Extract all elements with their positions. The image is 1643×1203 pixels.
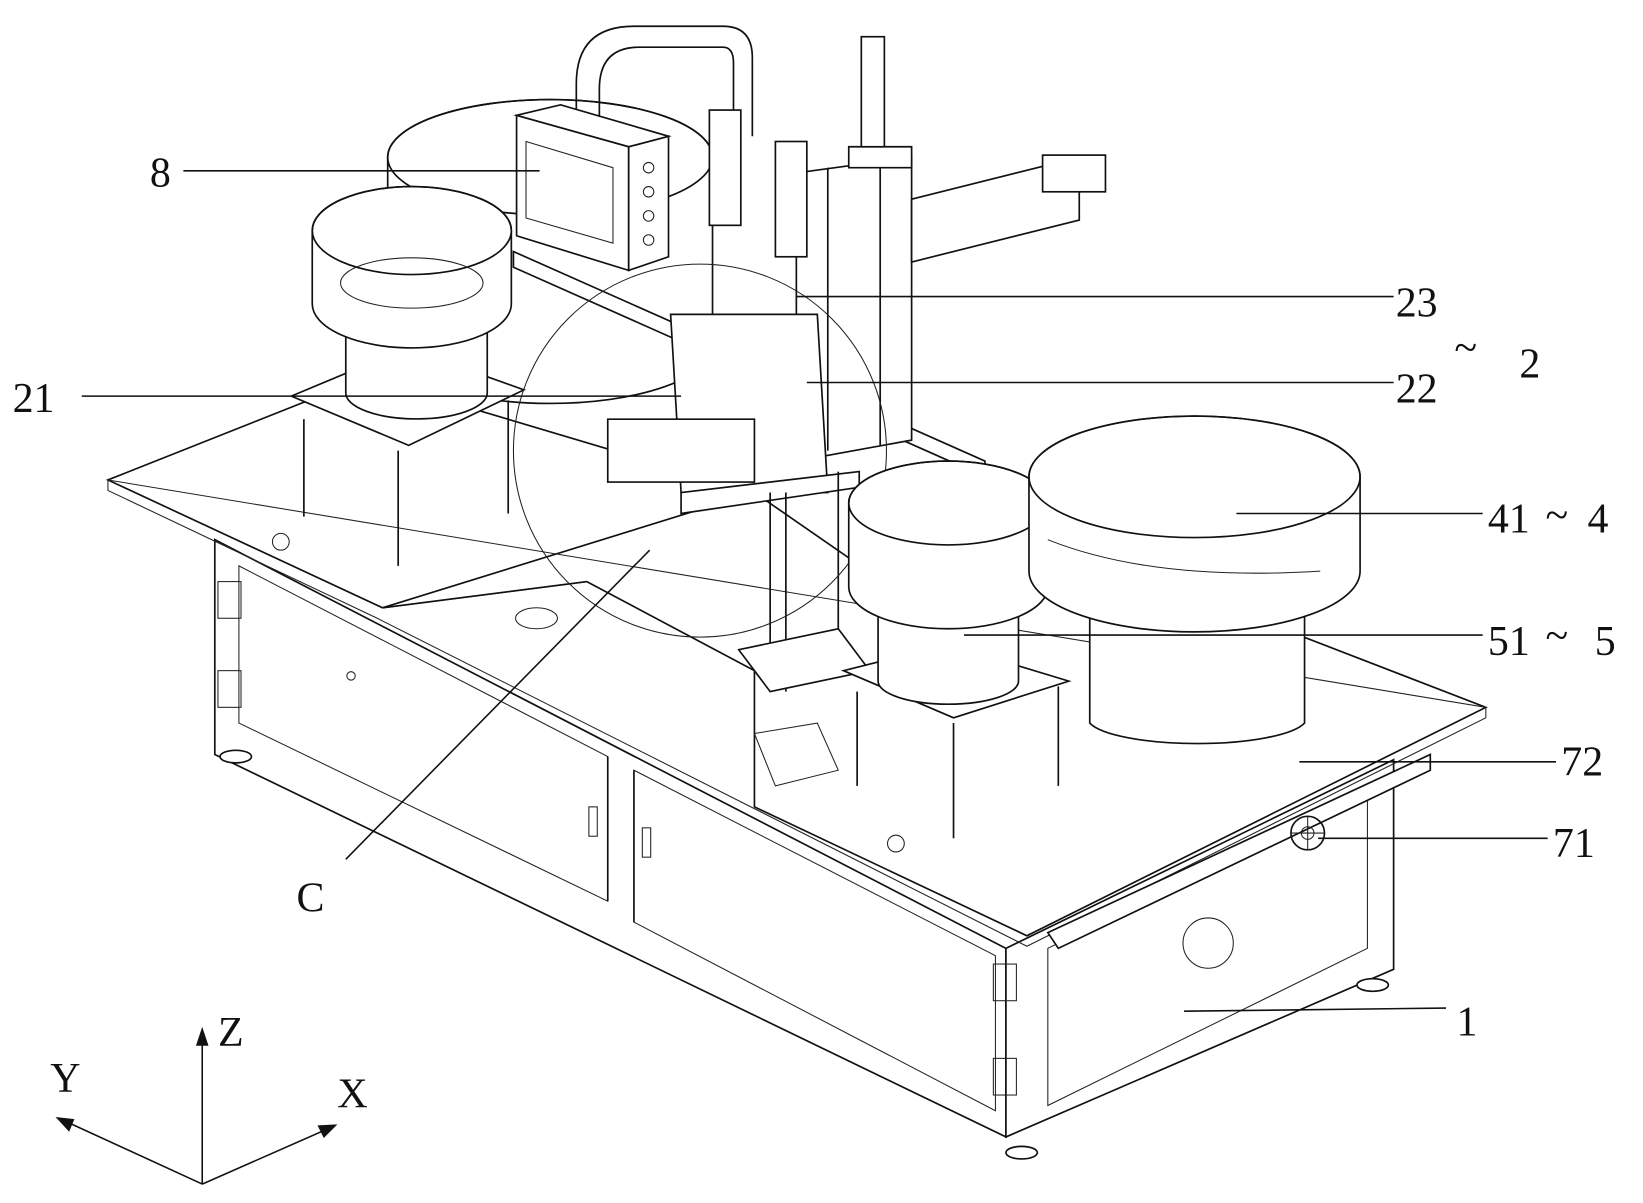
range-mark-2: ~ [1454, 326, 1477, 372]
label-21: 21 [13, 376, 55, 422]
range-mark-4: ~ [1546, 493, 1569, 539]
label-2: 2 [1519, 341, 1540, 387]
coordinate-axes: Z Y X [50, 1010, 368, 1185]
cabinet-frame-1 [213, 538, 1395, 1160]
label-71: 71 [1553, 821, 1595, 867]
control-box-8 [513, 103, 672, 272]
label-C: C [297, 876, 325, 922]
medium-vibratory-bowl-5 [840, 460, 1072, 839]
axis-label-x: X [337, 1072, 367, 1118]
label-22: 22 [1396, 366, 1438, 412]
axis-label-y: Y [50, 1056, 80, 1102]
label-8: 8 [150, 151, 171, 197]
hose-pipe [575, 25, 754, 137]
leader-lines [81, 170, 1557, 1012]
handwheel-71[interactable] [1290, 815, 1326, 851]
label-51: 51 [1488, 619, 1530, 665]
label-4: 4 [1587, 496, 1608, 542]
range-mark-5: ~ [1546, 614, 1569, 660]
axis-label-z: Z [218, 1010, 244, 1056]
label-72: 72 [1561, 739, 1603, 785]
label-41: 41 [1488, 496, 1530, 542]
reference-labels: 8 23 ~ 2 22 21 41 ~ 4 51 ~ 5 72 71 C 1 [13, 151, 1616, 1046]
label-23: 23 [1396, 280, 1438, 326]
large-vibratory-bowl-4 [1028, 415, 1361, 745]
label-5: 5 [1595, 619, 1616, 665]
label-1: 1 [1456, 999, 1477, 1045]
manipulator-assembly-2 [512, 35, 1107, 693]
